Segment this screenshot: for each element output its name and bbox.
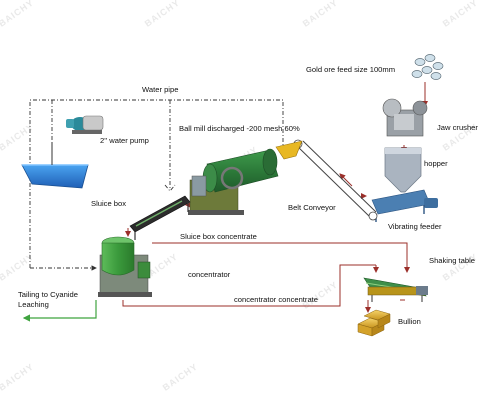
water-pipe [29, 99, 286, 271]
sluice-box-icon [129, 195, 191, 240]
water-pump-icon [66, 115, 104, 134]
water-pipe-label: Water pipe [142, 85, 179, 94]
concentrator-icon [98, 236, 152, 297]
shaking-table-icon [363, 277, 428, 302]
bullion-label: Bullion [398, 317, 421, 326]
concentrator-label: concentrator [188, 270, 231, 279]
water-pump-label: 2'' water pump [100, 136, 149, 145]
water-pool-icon [21, 142, 89, 189]
belt-conveyor-label: Belt Conveyor [288, 203, 336, 212]
leaching-label: Leaching [18, 300, 49, 309]
vibrating-feeder-label: Vibrating feeder [388, 222, 442, 231]
ball-mill-label: Ball mill discharged -200 mesh 60% [179, 124, 300, 133]
bullion-icon [357, 309, 391, 337]
mill-feed-chute-icon [275, 140, 303, 160]
ball-mill-icon [188, 148, 279, 215]
gold-ore-label: Gold ore feed size 100mm [306, 65, 396, 74]
concentrator-concentrate-label: concentrator concentrate [234, 295, 319, 304]
vibrating-feeder-icon [371, 189, 438, 222]
tailing-arrow [22, 300, 97, 322]
process-flow-lines [122, 82, 428, 313]
tailing-label: Tailing to Cyanide [18, 290, 78, 299]
jaw-crusher-icon [382, 98, 428, 137]
hopper-icon [384, 147, 422, 193]
hopper-label: hopper [424, 159, 448, 168]
gold-ore-icon [411, 54, 444, 80]
sluice-concentrate-label: Sluice box concentrate [180, 232, 257, 241]
shaking-table-label: Shaking table [429, 256, 476, 265]
jaw-crusher-label: Jaw crusher [437, 123, 478, 132]
sluice-box-label: Sluice box [91, 199, 127, 208]
